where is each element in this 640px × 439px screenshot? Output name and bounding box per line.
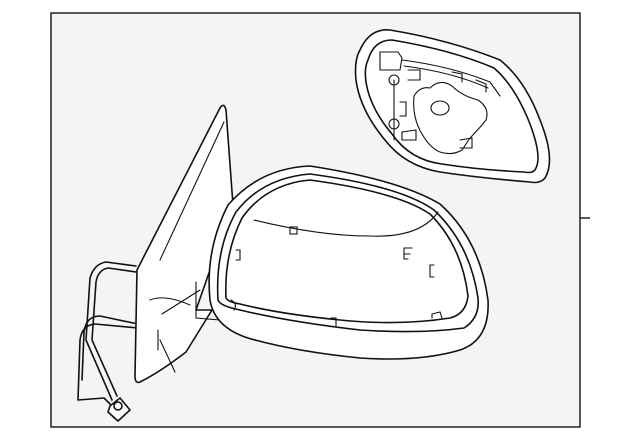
wire-harness — [77, 261, 139, 422]
mirror-glass — [354, 29, 551, 184]
mirror-housing — [208, 165, 489, 360]
mount-base — [134, 104, 237, 384]
